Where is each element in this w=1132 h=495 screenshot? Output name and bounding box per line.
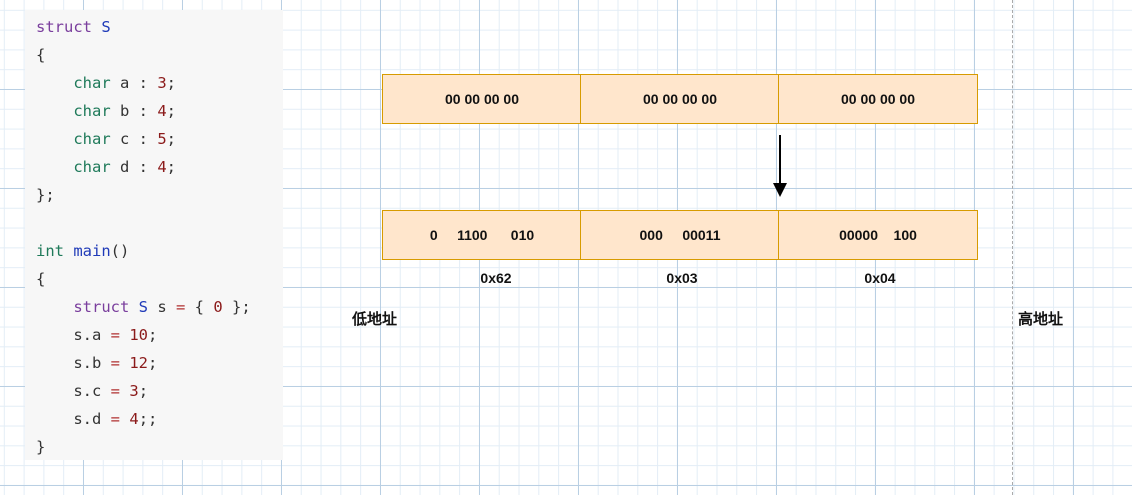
down-arrow-icon: [773, 135, 787, 197]
assigned-byte-2: 00000 100: [839, 227, 917, 243]
code-token: s.d: [36, 410, 111, 428]
code-token: {: [185, 298, 214, 316]
code-token: char: [73, 102, 111, 120]
boundary-dashed-line: [1012, 0, 1013, 495]
code-token: }: [36, 438, 46, 456]
hex-label-byte-2: 0x04: [864, 270, 896, 286]
code-token: int: [36, 242, 64, 260]
assigned-byte-1: 000 00011: [639, 227, 721, 243]
code-token: s.b: [36, 354, 111, 372]
code-token: [120, 326, 129, 344]
code-line: };: [36, 181, 55, 209]
code-line: s.c = 3;: [36, 377, 148, 405]
byte-divider: [778, 211, 779, 259]
code-line: s.b = 12;: [36, 349, 157, 377]
code-token: =: [110, 382, 120, 400]
code-token: 4: [129, 410, 139, 428]
code-line: {: [36, 265, 45, 293]
code-line: s.d = 4;;: [36, 405, 157, 433]
code-token: [36, 74, 73, 92]
code-token: 3: [129, 382, 139, 400]
code-token: c :: [110, 130, 158, 148]
code-token: [120, 382, 129, 400]
high-address-label: 高地址: [1018, 310, 1064, 328]
code-token: };: [36, 186, 55, 204]
initial-byte-2: 00 00 00 00: [841, 91, 915, 107]
code-line: struct S: [36, 13, 111, 41]
code-token: char: [73, 158, 111, 176]
code-token: 3: [157, 74, 167, 92]
code-line: char d : 4;: [36, 153, 176, 181]
code-token: 10: [129, 326, 149, 344]
byte-divider: [778, 75, 779, 123]
hex-label-byte-1: 0x03: [666, 270, 698, 286]
code-token: {: [36, 270, 46, 288]
code-line: struct S s = { 0 };: [36, 293, 251, 321]
code-line: char a : 3;: [36, 69, 176, 97]
byte-divider: [580, 75, 581, 123]
code-token: main: [73, 242, 111, 260]
code-line: int main(): [36, 237, 129, 265]
code-token: ;;: [138, 410, 158, 428]
code-line: }: [36, 433, 45, 461]
code-token: s.c: [36, 382, 111, 400]
code-token: struct: [73, 298, 139, 316]
memory-row-assigned: 0 1100 010 000 00011 00000 100: [382, 210, 978, 260]
code-token: char: [73, 130, 111, 148]
code-token: ;: [148, 354, 158, 372]
code-token: [36, 158, 73, 176]
code-token: [64, 242, 73, 260]
code-token: (): [110, 242, 130, 260]
code-token: 5: [157, 130, 167, 148]
code-line: char c : 5;: [36, 125, 176, 153]
code-token: =: [176, 298, 186, 316]
code-token: S: [138, 298, 148, 316]
code-token: b :: [110, 102, 158, 120]
code-token: 12: [129, 354, 149, 372]
code-token: =: [110, 326, 120, 344]
code-token: ;: [138, 382, 149, 400]
code-token: [120, 410, 129, 428]
code-token: S: [101, 18, 111, 36]
code-token: };: [222, 298, 251, 316]
memory-row-initial: 00 00 00 00 00 00 00 00 00 00 00 00: [382, 74, 978, 124]
code-token: =: [110, 410, 120, 428]
code-token: s.a: [36, 326, 111, 344]
assigned-byte-0: 0 1100 010: [429, 227, 535, 243]
byte-divider: [580, 211, 581, 259]
code-token: [36, 130, 73, 148]
code-token: ;: [166, 74, 177, 92]
code-token: s: [148, 298, 176, 316]
code-token: ;: [148, 326, 158, 344]
code-token: 4: [157, 158, 167, 176]
code-token: struct: [36, 18, 102, 36]
initial-byte-1: 00 00 00 00: [643, 91, 717, 107]
code-token: {: [36, 46, 46, 64]
code-token: ;: [166, 130, 177, 148]
code-token: char: [73, 74, 111, 92]
code-token: [120, 354, 129, 372]
code-token: =: [110, 354, 120, 372]
code-token: ;: [166, 158, 177, 176]
code-line: char b : 4;: [36, 97, 176, 125]
code-line: s.a = 10;: [36, 321, 157, 349]
hex-label-byte-0: 0x62: [480, 270, 512, 286]
code-line: {: [36, 41, 45, 69]
code-token: d :: [110, 158, 158, 176]
code-token: ;: [166, 102, 177, 120]
code-token: [36, 102, 73, 120]
code-token: a :: [110, 74, 158, 92]
code-token: 0: [213, 298, 223, 316]
initial-byte-0: 00 00 00 00: [445, 91, 519, 107]
code-token: 4: [157, 102, 167, 120]
code-token: [36, 298, 73, 316]
code-panel: struct S { char a : 3; char b : 4; char c…: [25, 10, 283, 460]
low-address-label: 低地址: [352, 310, 398, 328]
